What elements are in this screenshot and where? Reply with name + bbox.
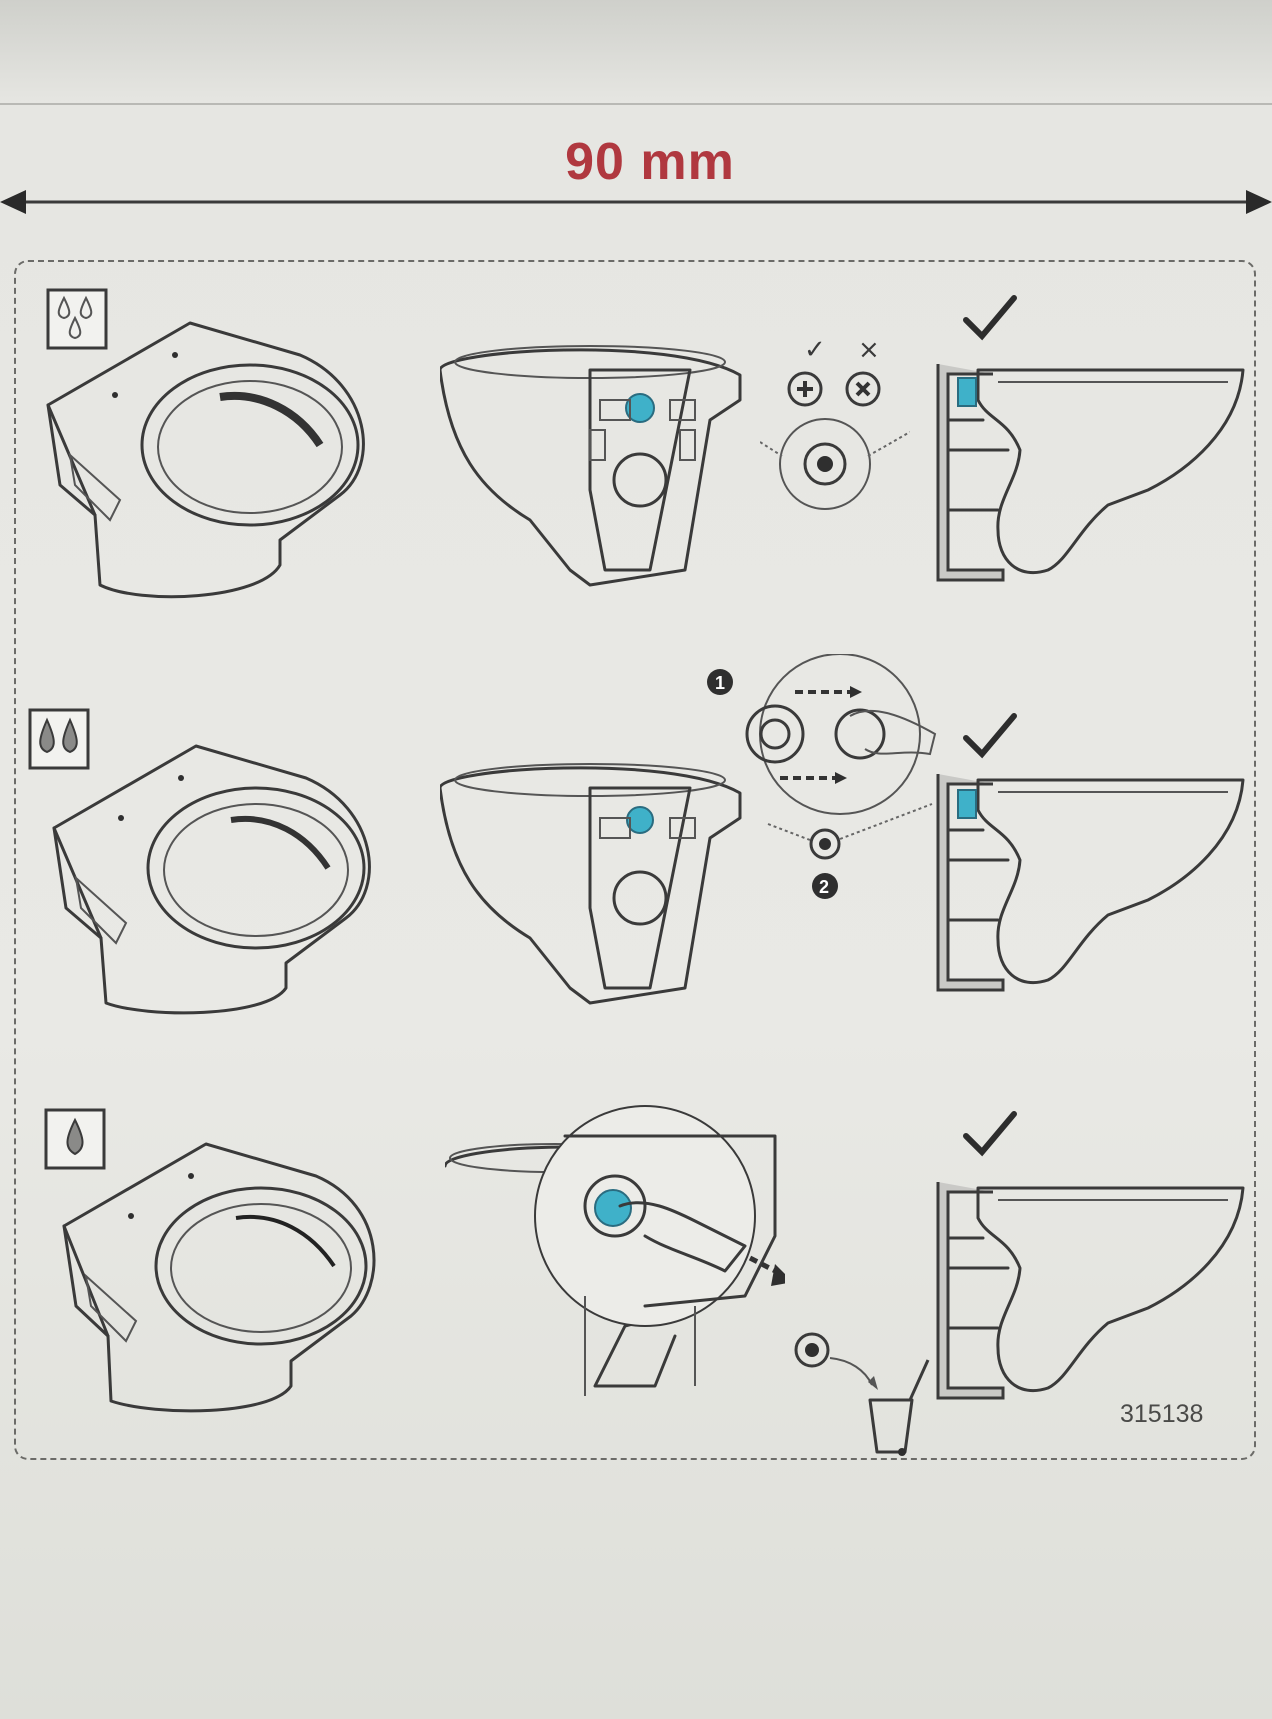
instruction-frame [14,260,1256,1460]
insert-choice-detail: ✓ × [760,335,910,510]
step-1-label: 1 [715,673,725,693]
three-drops-icon [46,288,108,350]
dimension-arrow [0,190,1272,214]
toilet-section-view-3 [936,1182,1245,1400]
insert-removal-detail: 1 2 [707,654,937,899]
step-2-badge [812,873,838,899]
toilet-bowl-top-view-1 [46,321,365,599]
sheet-edge-line [0,103,1272,105]
toilet-section-view-1 [936,364,1245,582]
step-1-badge [707,669,733,695]
checkmark-icon [963,1111,1017,1157]
trash-bin-icon [868,1398,914,1454]
toilet-bowl-top-view-2 [52,744,371,1015]
toilet-bowl-top-view-3 [62,1142,376,1413]
toilet-section-view-2 [936,774,1245,992]
step-2-label: 2 [819,877,829,897]
two-drops-icon [28,708,90,770]
toilet-rear-view-1 [440,345,742,587]
checkmark-icon [963,295,1017,341]
wrong-choice-mark: × [858,335,880,365]
document-code: 315138 [1120,1400,1204,1428]
dimension-label: 90 mm [565,133,735,191]
toilet-insert-press-view [445,1105,785,1396]
checkmark-icon [963,713,1017,759]
dispose-insert-trash [794,1332,930,1456]
toilet-rear-view-2 [440,763,742,1005]
one-drop-icon [44,1108,106,1170]
correct-choice-mark: ✓ [804,335,826,365]
